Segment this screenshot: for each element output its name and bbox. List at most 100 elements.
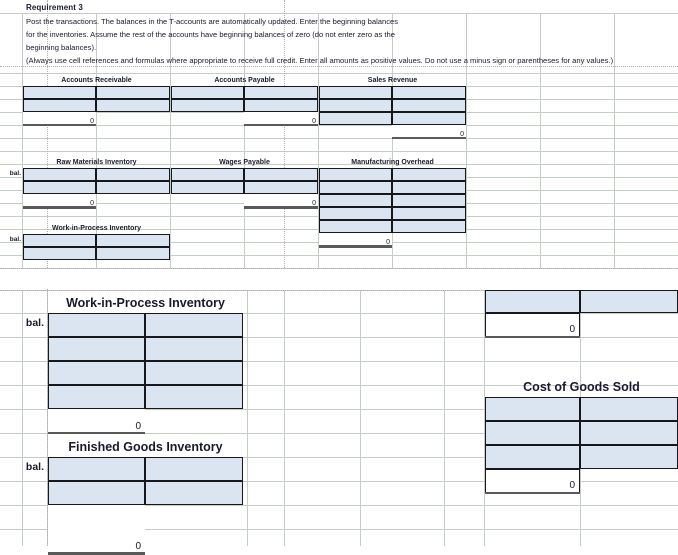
balance-total-cell[interactable]: 0 (244, 194, 318, 207)
debit-entry-cell[interactable] (171, 168, 244, 181)
credit-entry-cell[interactable] (145, 313, 243, 337)
debit-entry-cell[interactable] (171, 181, 244, 194)
balance-total-cell[interactable]: 0 (244, 112, 318, 125)
debit-entry-cell[interactable] (23, 247, 96, 260)
credit-entry-cell[interactable] (96, 247, 170, 260)
pagebreak-line (0, 268, 678, 269)
balance-total-cell[interactable]: 0 (48, 409, 145, 433)
credit-entry-cell[interactable] (392, 194, 466, 207)
gridline-h (0, 13, 678, 14)
gridline-h (0, 505, 678, 506)
credit-entry-cell[interactable] (580, 397, 678, 421)
credit-entry-cell[interactable] (392, 207, 466, 220)
credit-entry-cell[interactable] (392, 86, 466, 99)
gridline-v (392, 13, 393, 288)
debit-entry-cell[interactable] (319, 207, 392, 220)
credit-entry-cell[interactable] (145, 481, 243, 505)
debit-entry-cell[interactable] (485, 445, 580, 469)
balance-row-label: bal. (25, 317, 44, 329)
gridline-h (0, 361, 678, 362)
instruction-line: Post the transactions. The balances in t… (26, 17, 399, 26)
balance-total-value: 0 (90, 118, 94, 125)
balance-total-cell[interactable]: 0 (392, 125, 466, 138)
gridline-h (0, 529, 678, 530)
debit-entry-cell[interactable] (485, 397, 580, 421)
balance-total-cell[interactable]: 0 (48, 505, 145, 553)
credit-entry-cell[interactable] (392, 99, 466, 112)
credit-entry-cell[interactable] (96, 99, 170, 112)
balance-total-value: 0 (135, 421, 141, 432)
debit-entry-cell[interactable] (23, 86, 96, 99)
debit-entry-cell[interactable] (319, 220, 392, 233)
debit-entry-cell[interactable] (48, 313, 145, 337)
gridline-h (0, 457, 678, 458)
balance-total-cell[interactable]: 0 (23, 112, 96, 125)
debit-entry-cell[interactable] (171, 86, 244, 99)
total-underline (244, 124, 318, 126)
debit-entry-cell[interactable] (319, 181, 392, 194)
balance-row-label: bal. (25, 461, 44, 473)
sheet-gap-band (0, 269, 678, 289)
gridline-h (0, 73, 678, 74)
credit-entry-cell[interactable] (392, 181, 466, 194)
credit-entry-cell[interactable] (244, 168, 318, 181)
debit-entry-cell[interactable] (48, 337, 145, 361)
debit-entry-cell[interactable] (23, 168, 96, 181)
t-account-title: Work-in-Process Inventory (66, 296, 225, 310)
balance-total-value: 0 (569, 480, 575, 491)
balance-total-cell[interactable]: 0 (485, 313, 580, 337)
gridline-v (244, 13, 245, 288)
debit-entry-cell[interactable] (319, 194, 392, 207)
debit-entry-cell[interactable] (171, 99, 244, 112)
credit-entry-cell[interactable] (580, 290, 678, 313)
total-underline (23, 206, 96, 209)
credit-entry-cell[interactable] (96, 181, 170, 194)
credit-entry-cell[interactable] (392, 168, 466, 181)
debit-entry-cell[interactable] (23, 234, 96, 247)
credit-entry-cell[interactable] (244, 99, 318, 112)
credit-entry-cell[interactable] (244, 86, 318, 99)
credit-entry-cell[interactable] (580, 421, 678, 445)
gridline-v (484, 290, 485, 546)
debit-entry-cell[interactable] (23, 181, 96, 194)
credit-entry-cell[interactable] (145, 361, 243, 385)
debit-entry-cell[interactable] (485, 290, 580, 313)
balance-row-label: bal. (9, 236, 21, 243)
credit-entry-cell[interactable] (96, 168, 170, 181)
t-account-title: Sales Revenue (367, 77, 418, 84)
credit-entry-cell[interactable] (145, 337, 243, 361)
balance-total-value: 0 (135, 541, 141, 552)
debit-entry-cell[interactable] (319, 99, 392, 112)
t-account-title: Accounts Receivable (61, 77, 132, 84)
credit-entry-cell[interactable] (244, 181, 318, 194)
debit-entry-cell[interactable] (319, 86, 392, 99)
credit-entry-cell[interactable] (580, 445, 678, 469)
total-underline (23, 124, 96, 126)
debit-entry-cell[interactable] (48, 457, 145, 481)
debit-entry-cell[interactable] (485, 421, 580, 445)
balance-total-value: 0 (312, 200, 316, 207)
total-underline (485, 492, 580, 494)
credit-entry-cell[interactable] (392, 112, 466, 125)
debit-entry-cell[interactable] (319, 112, 392, 125)
credit-entry-cell[interactable] (392, 220, 466, 233)
gridline-h (0, 151, 678, 152)
credit-entry-cell[interactable] (96, 234, 170, 247)
credit-entry-cell[interactable] (145, 457, 243, 481)
balance-total-cell[interactable]: 0 (485, 469, 580, 493)
gridline-v (540, 13, 541, 288)
total-underline (244, 206, 318, 209)
credit-entry-cell[interactable] (145, 385, 243, 409)
balance-total-cell[interactable]: 0 (23, 194, 96, 207)
debit-entry-cell[interactable] (319, 168, 392, 181)
debit-entry-cell[interactable] (48, 361, 145, 385)
balance-total-cell[interactable]: 0 (319, 233, 392, 246)
gridline-h (0, 313, 678, 314)
credit-entry-cell[interactable] (96, 86, 170, 99)
debit-entry-cell[interactable] (23, 99, 96, 112)
gridline-v (360, 290, 361, 546)
debit-entry-cell[interactable] (48, 385, 145, 409)
debit-entry-cell[interactable] (48, 481, 145, 505)
pagebreak-line (0, 66, 678, 67)
gridline-h (0, 385, 678, 386)
